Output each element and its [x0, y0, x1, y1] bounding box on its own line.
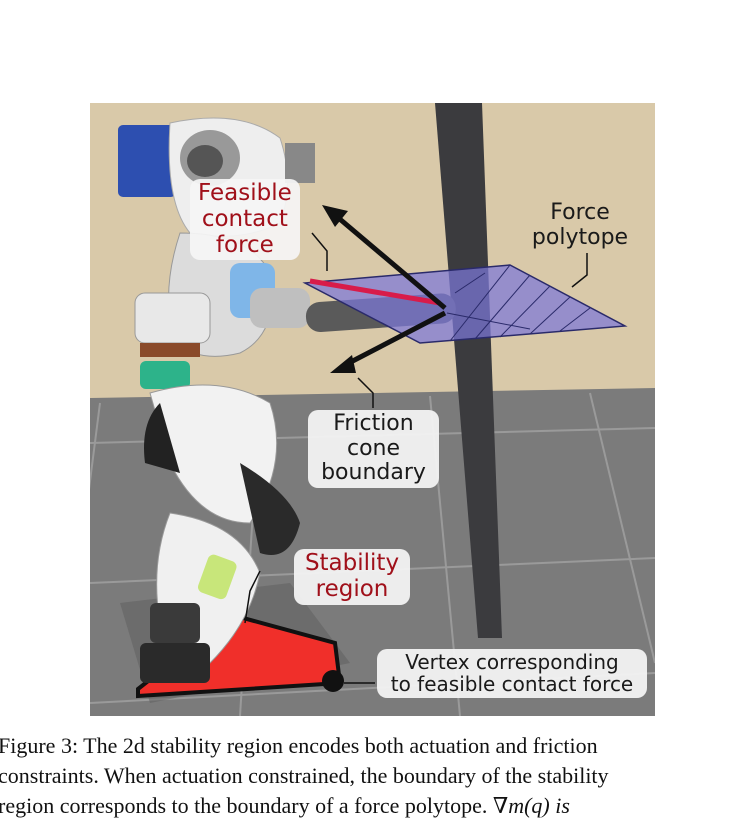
- caption-line-3-text: region corresponds to the boundary of a …: [0, 793, 487, 818]
- caption-line-1: Figure 3: The 2d stability region encode…: [0, 731, 745, 761]
- figure-image: Feasible contact force Force polytope Fr…: [90, 103, 655, 716]
- vertex-label: Vertex corresponding to feasible contact…: [377, 649, 647, 698]
- caption-line-3-math: ∇m(q) is: [493, 793, 570, 818]
- feasible-contact-force-label: Feasible contact force: [190, 179, 300, 260]
- force-polytope-label: Force polytope: [520, 201, 640, 250]
- stability-region-label: Stability region: [294, 549, 410, 605]
- caption-line-3: region corresponds to the boundary of a …: [0, 791, 745, 821]
- figure-caption: Figure 3: The 2d stability region encode…: [0, 731, 745, 821]
- friction-cone-boundary-label: Friction cone boundary: [308, 410, 439, 488]
- vertex-marker: [322, 670, 344, 692]
- caption-line-2: constraints. When actuation constrained,…: [0, 761, 745, 791]
